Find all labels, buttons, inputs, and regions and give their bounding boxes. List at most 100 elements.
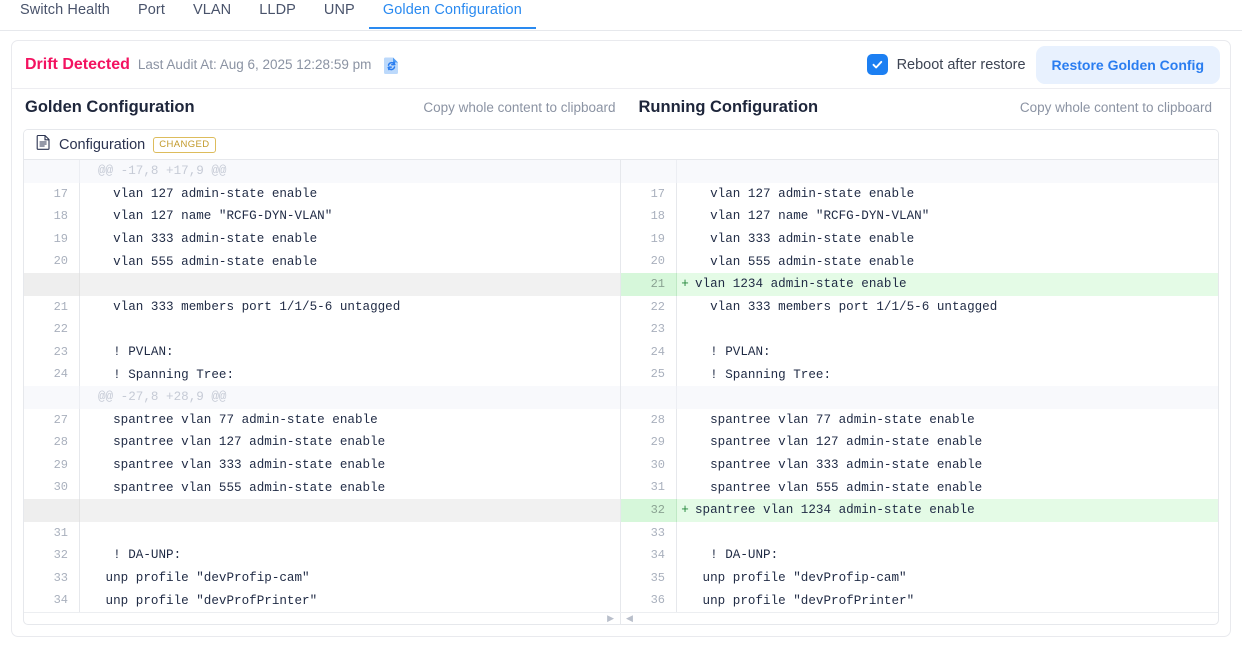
diff-row: 18 vlan 127 name "RCFG-DYN-VLAN" bbox=[621, 205, 1218, 228]
diff-scrollbars: ▶ ◀ bbox=[24, 611, 1218, 624]
diff-line-number bbox=[24, 272, 80, 296]
diff-line-code: unp profile "devProfip-cam" bbox=[98, 570, 310, 585]
diff-line-code: vlan 127 name "RCFG-DYN-VLAN" bbox=[98, 209, 333, 224]
diff-row: 19 vlan 333 admin-state enable bbox=[621, 227, 1218, 251]
diff-line-number: 17 bbox=[621, 182, 677, 206]
diff-row: 34 unp profile "devProfPrinter" bbox=[24, 589, 620, 612]
tab-unp[interactable]: UNP bbox=[323, 2, 355, 18]
diff-line-number: 27 bbox=[24, 408, 80, 432]
diff-row: 30 spantree vlan 333 admin-state enable bbox=[621, 453, 1218, 477]
diff-row: 36 unp profile "devProfPrinter" bbox=[621, 589, 1218, 612]
diff-row: 21+vlan 1234 admin-state enable bbox=[621, 272, 1218, 296]
diff-line-number: 22 bbox=[24, 318, 80, 341]
diff-row: 29 spantree vlan 127 admin-state enable bbox=[621, 431, 1218, 454]
diff-pane-running[interactable]: 17 vlan 127 admin-state enable 18 vlan 12… bbox=[621, 160, 1218, 612]
diff-line-number bbox=[621, 385, 677, 409]
diff-panel: Configuration CHANGED @@ -17,8 +17,9 @@ 1… bbox=[23, 129, 1219, 625]
diff-line-code: spantree vlan 127 admin-state enable bbox=[695, 435, 983, 450]
tab-lldp[interactable]: LLDP bbox=[259, 2, 296, 18]
diff-row: @@ -17,8 +17,9 @@ bbox=[24, 160, 620, 183]
diff-row: 31 bbox=[24, 521, 620, 545]
diff-line-code: @@ -27,8 +28,9 @@ bbox=[98, 390, 227, 405]
diff-row: 17 vlan 127 admin-state enable bbox=[24, 182, 620, 206]
tab-switch-health[interactable]: Switch Health bbox=[20, 2, 110, 18]
scroll-left-arrow-icon[interactable]: ◀ bbox=[626, 612, 633, 623]
golden-config-title-group: Golden Configuration Copy whole content … bbox=[25, 98, 622, 117]
diff-line-number: 18 bbox=[24, 205, 80, 228]
diff-line-code: unp profile "devProfPrinter" bbox=[98, 593, 318, 608]
diff-line-code: @@ -17,8 +17,9 @@ bbox=[98, 164, 227, 179]
document-sync-icon[interactable] bbox=[381, 54, 403, 76]
diff-line-number: 28 bbox=[24, 431, 80, 454]
diff-row: 28 spantree vlan 77 admin-state enable bbox=[621, 408, 1218, 432]
diff-line-number: 23 bbox=[621, 318, 677, 341]
diff-file-header: Configuration CHANGED bbox=[24, 130, 1218, 160]
diff-row: 24 ! Spanning Tree: bbox=[24, 363, 620, 386]
pane-titles-row: Golden Configuration Copy whole content … bbox=[12, 89, 1230, 126]
diff-line-code: vlan 555 admin-state enable bbox=[695, 254, 915, 269]
diff-line-code: spantree vlan 333 admin-state enable bbox=[695, 458, 983, 473]
check-icon bbox=[872, 60, 882, 69]
diff-pane-golden[interactable]: @@ -17,8 +17,9 @@ 17 vlan 127 admin-state… bbox=[24, 160, 621, 612]
diff-line-number: 34 bbox=[621, 544, 677, 567]
diff-line-number: 32 bbox=[621, 498, 677, 522]
diff-line-code: spantree vlan 555 admin-state enable bbox=[98, 480, 386, 495]
copy-running-to-clipboard-link[interactable]: Copy whole content to clipboard bbox=[1019, 100, 1212, 115]
diff-line-code: spantree vlan 555 admin-state enable bbox=[695, 480, 983, 495]
diff-line-code: unp profile "devProfip-cam" bbox=[695, 570, 907, 585]
main-tabbar: Switch Health Port VLAN LLDP UNP Golden … bbox=[0, 0, 1242, 31]
diff-line-marker: + bbox=[681, 503, 689, 518]
reboot-after-restore-checkbox[interactable] bbox=[866, 54, 888, 75]
diff-line-number: 24 bbox=[621, 340, 677, 364]
diff-line-number bbox=[24, 160, 80, 183]
golden-configuration-title: Golden Configuration bbox=[25, 98, 195, 116]
diff-line-code: spantree vlan 77 admin-state enable bbox=[695, 412, 975, 427]
diff-line-number: 32 bbox=[24, 544, 80, 567]
diff-row: 21 vlan 333 members port 1/1/5-6 untagge… bbox=[24, 295, 620, 319]
diff-row: 19 vlan 333 admin-state enable bbox=[24, 227, 620, 251]
diff-line-code: vlan 333 members port 1/1/5-6 untagged bbox=[695, 299, 998, 314]
diff-row: 32 + spantree vlan 1234 admin-state enable bbox=[621, 498, 1218, 522]
restore-golden-config-button[interactable]: Restore Golden Config bbox=[1035, 45, 1220, 84]
running-config-title-group: Running Configuration Copy whole content… bbox=[622, 98, 1219, 117]
tab-vlan[interactable]: VLAN bbox=[192, 2, 232, 18]
diff-row: 29 spantree vlan 333 admin-state enable bbox=[24, 453, 620, 477]
diff-row: 33 unp profile "devProfip-cam" bbox=[24, 566, 620, 590]
diff-row: 27 spantree vlan 77 admin-state enable bbox=[24, 408, 620, 432]
diff-line-code: ! Spanning Tree: bbox=[695, 367, 832, 382]
diff-line-code: ! DA-UNP: bbox=[98, 548, 182, 563]
diff-line-number: 21 bbox=[24, 295, 80, 319]
diff-line-code: spantree vlan 1234 admin-state enable bbox=[695, 503, 975, 518]
copy-golden-to-clipboard-link[interactable]: Copy whole content to clipboard bbox=[423, 100, 616, 115]
tab-port[interactable]: Port bbox=[137, 2, 165, 18]
diff-row: 22 vlan 333 members port 1/1/5-6 untagge… bbox=[621, 295, 1218, 319]
diff-line-code: vlan 127 admin-state enable bbox=[695, 186, 915, 201]
diff-line-number: 23 bbox=[24, 340, 80, 364]
left-pane-scrollbar[interactable]: ▶ bbox=[24, 612, 621, 624]
diff-line-number: 33 bbox=[621, 521, 677, 545]
diff-row: 23 ! PVLAN: bbox=[24, 340, 620, 364]
diff-line-number: 33 bbox=[24, 566, 80, 590]
diff-line-number: 31 bbox=[24, 521, 80, 545]
right-pane-scrollbar[interactable]: ◀ bbox=[621, 613, 1218, 624]
diff-row: 31 spantree vlan 555 admin-state enable bbox=[621, 476, 1218, 499]
diff-line-code: ! Spanning Tree: bbox=[98, 367, 235, 382]
diff-line-number: 25 bbox=[621, 363, 677, 386]
diff-row: 25 ! Spanning Tree: bbox=[621, 363, 1218, 386]
scroll-right-arrow-icon[interactable]: ▶ bbox=[607, 612, 614, 623]
diff-row: 28 spantree vlan 127 admin-state enable bbox=[24, 431, 620, 454]
diff-row: 22 bbox=[24, 318, 620, 341]
diff-line-number: 34 bbox=[24, 589, 80, 612]
diff-line-code: ! DA-UNP: bbox=[695, 548, 779, 563]
diff-row bbox=[621, 160, 1218, 183]
diff-line-marker: + bbox=[681, 277, 689, 292]
diff-line-number: 17 bbox=[24, 182, 80, 206]
diff-line-number bbox=[24, 385, 80, 409]
status-badge: CHANGED bbox=[153, 136, 216, 153]
diff-line-number: 35 bbox=[621, 566, 677, 590]
diff-line-code: spantree vlan 333 admin-state enable bbox=[98, 458, 386, 473]
diff-line-code: ! PVLAN: bbox=[98, 345, 174, 360]
diff-row: 33 bbox=[621, 521, 1218, 545]
tab-golden-configuration[interactable]: Golden Configuration bbox=[368, 0, 536, 29]
diff-line-number: 18 bbox=[621, 205, 677, 228]
